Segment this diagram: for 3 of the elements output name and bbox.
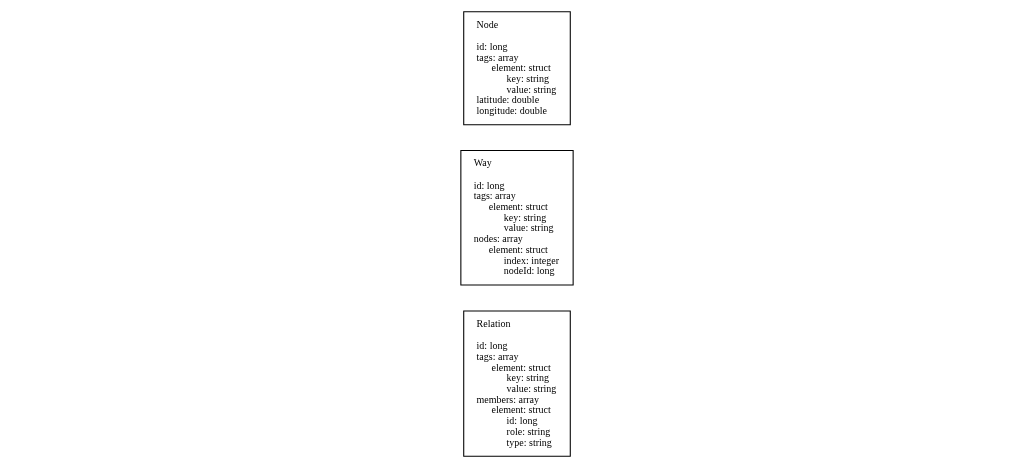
node-box: Node id: long tags: array element: struct key: string value: string latitude: double longitude: double [462,11,571,126]
node-box: Way id: long tags: array element: struct key: string value: string nodes: array element: struct index: integer nodeId: long [459,149,574,286]
node-box: Relation id: long tags: array element: struct key: string value: string members: array element: struct id: long role: string type: string [462,310,571,457]
